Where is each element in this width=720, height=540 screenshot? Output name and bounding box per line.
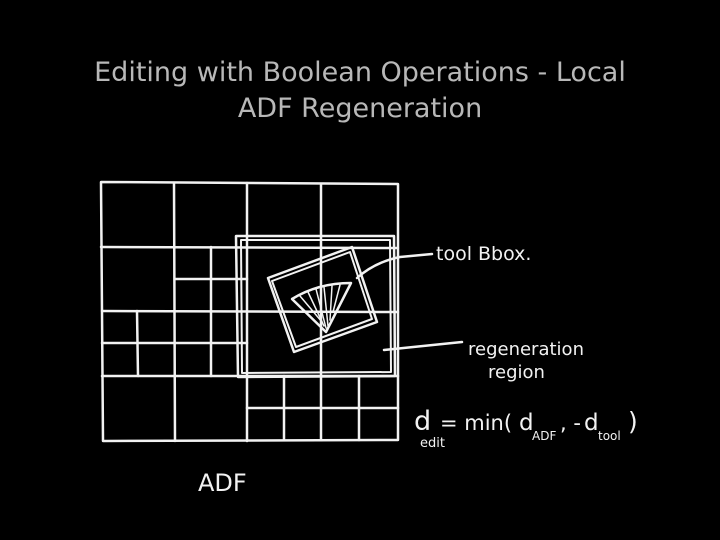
adf-grid-boundary [99,180,400,443]
regeneration-leader [382,340,464,352]
regeneration-label-line-2: region [488,362,545,383]
adf-grid-lines [99,181,400,443]
regeneration-label-line-1: regeneration [468,339,584,360]
tool-bbox-leader [355,252,434,280]
distance-formula: d edit = min( d ADF , - d tool ) [414,406,638,451]
formula-separator: , - [560,411,581,435]
formula-d-adf-subscript: ADF [532,429,556,443]
formula-d-adf: d [519,410,534,436]
slide-title-line-1: Editing with Boolean Operations - Local [94,57,626,88]
formula-d-tool: d [584,410,599,436]
tool-shape [290,281,353,334]
formula-min: = min( [440,411,512,435]
regeneration-region [234,234,397,379]
slide-title-line-2: ADF Regeneration [237,93,483,124]
formula-close-paren: ) [628,407,638,436]
tool-bbox-label: tool Bbox. [436,243,531,265]
formula-d-edit: d [414,406,431,437]
tool-bbox [266,245,379,354]
formula-d-tool-subscript: tool [598,429,621,443]
adf-label: ADF [198,469,247,497]
slide-title: Editing with Boolean Operations - Local … [20,55,700,127]
formula-d-edit-subscript: edit [420,436,445,451]
